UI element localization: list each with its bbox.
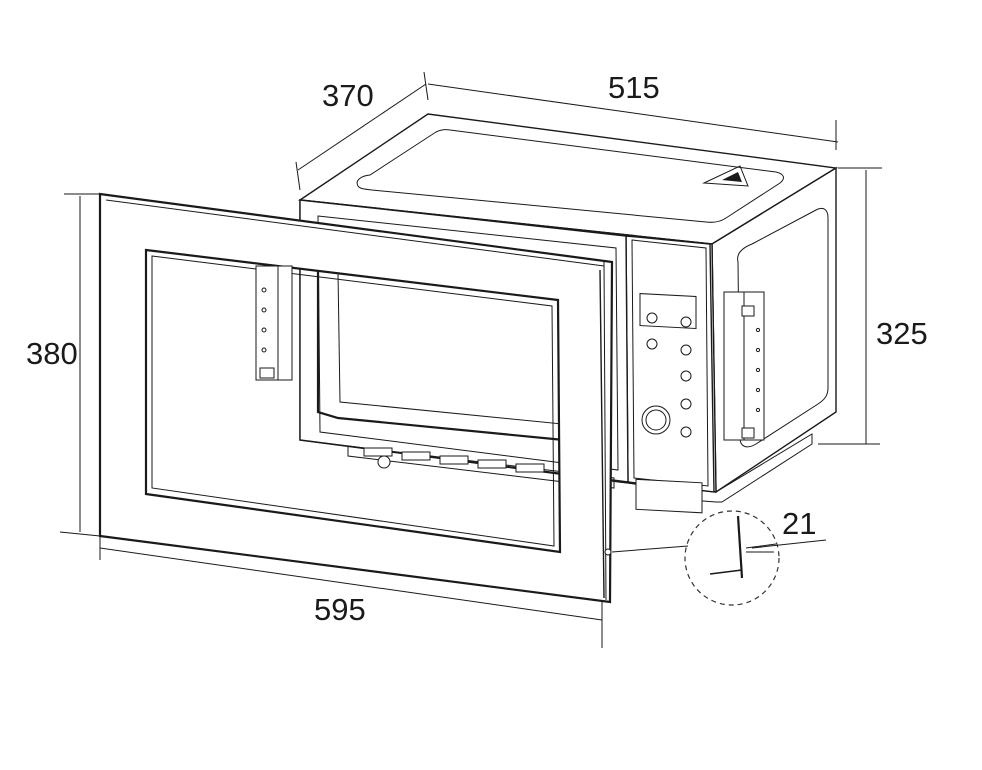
dimension-labels: 370 515 325 380 595 21	[26, 70, 928, 627]
frame-width-label: 595	[314, 592, 366, 627]
width-label: 515	[608, 70, 660, 105]
thickness-detail-callout	[611, 510, 827, 606]
control-button-7	[680, 426, 692, 438]
control-button-3	[646, 338, 658, 350]
trim-frame	[98, 192, 614, 604]
frame-thickness-label: 21	[782, 506, 816, 541]
control-button-6	[680, 398, 692, 410]
control-panel	[625, 235, 715, 514]
control-button-2	[680, 316, 692, 328]
control-button-4	[680, 344, 692, 356]
door-release-button	[635, 478, 703, 514]
control-button-1	[646, 312, 658, 324]
depth-label: 370	[322, 78, 374, 113]
dimension-lines	[59, 71, 882, 648]
control-button-5	[680, 370, 692, 382]
frame-height-label: 380	[26, 336, 78, 371]
height-label: 325	[876, 316, 928, 351]
